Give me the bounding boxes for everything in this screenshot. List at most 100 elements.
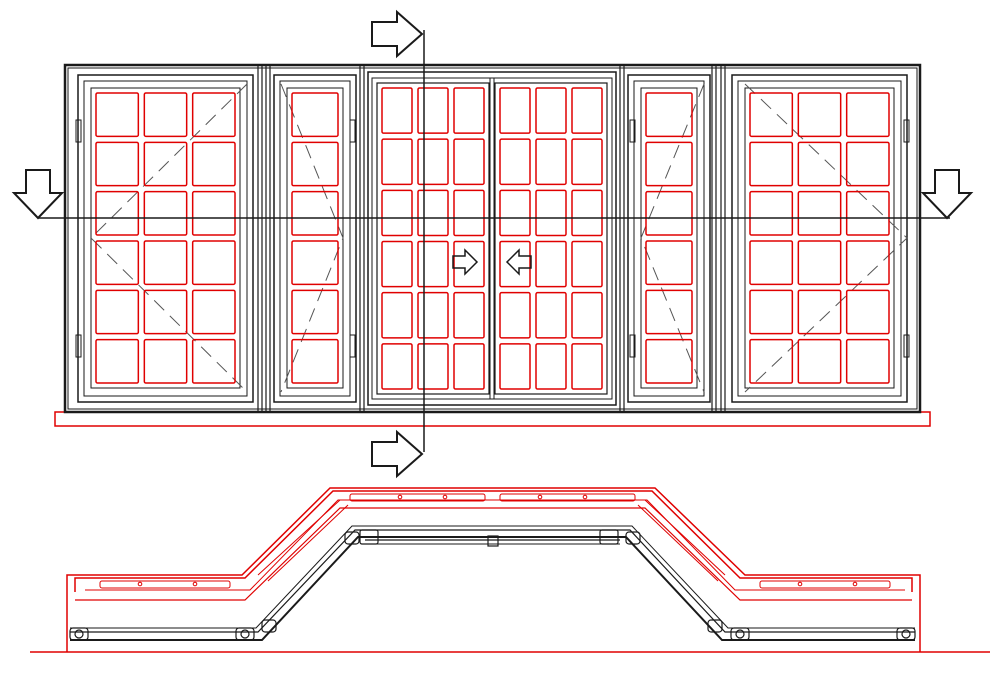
left-casement-pane bbox=[191, 338, 236, 384]
center-sliding-left-panel-pane bbox=[381, 87, 413, 134]
right-casement-pane bbox=[845, 289, 890, 335]
left-casement-pane bbox=[143, 338, 188, 384]
center-sliding-right-panel-pane bbox=[571, 87, 603, 134]
left-casement-pane bbox=[95, 92, 140, 138]
right-casement-pane bbox=[797, 92, 842, 138]
outer-frame-inner bbox=[67, 67, 918, 410]
left-casement-pane bbox=[191, 190, 236, 236]
right-casement-pane bbox=[845, 338, 890, 384]
center-sliding-left-panel-pane bbox=[417, 291, 449, 339]
right-casement-pane bbox=[749, 338, 794, 384]
center-sliding-left-panel-pane bbox=[417, 343, 449, 390]
center-sliding-right-panel-pane bbox=[535, 138, 567, 186]
left-casement-pane bbox=[95, 240, 140, 286]
left-casement-pane bbox=[191, 141, 236, 187]
horizontal-section-left-arrow bbox=[11, 169, 65, 220]
right-casement-pane bbox=[749, 92, 794, 138]
center-sliding-left-panel-pane bbox=[453, 240, 485, 288]
right-narrow-casement-pane bbox=[645, 240, 693, 286]
center-sliding-left-panel-pane bbox=[417, 87, 449, 134]
right-narrow-casement-pane bbox=[645, 190, 693, 236]
center-sliding-right-panel-pane bbox=[535, 343, 567, 390]
right-casement-pane bbox=[749, 289, 794, 335]
center-sliding-right-panel-pane bbox=[571, 138, 603, 186]
center-sliding-right-panel-pane bbox=[535, 87, 567, 134]
right-casement-pane bbox=[749, 141, 794, 187]
glazing-bar-grids bbox=[95, 87, 890, 390]
left-narrow-casement-pane bbox=[291, 92, 339, 138]
center-sliding-left-panel-pane bbox=[381, 343, 413, 390]
center-sliding-right-panel-pane bbox=[571, 189, 603, 237]
plan-section-view bbox=[30, 487, 990, 653]
horizontal-section-right-arrow bbox=[920, 169, 974, 220]
left-casement-pane bbox=[191, 92, 236, 138]
left-casement-pane bbox=[143, 92, 188, 138]
center-sliding-left-panel-pane bbox=[453, 343, 485, 390]
right-casement-pane bbox=[845, 92, 890, 138]
vertical-section-bottom-arrow bbox=[371, 429, 424, 479]
center-sliding-left-panel-pane bbox=[453, 138, 485, 186]
sill bbox=[54, 411, 931, 427]
center-sliding-right-panel-pane bbox=[535, 240, 567, 288]
left-casement-pane bbox=[95, 289, 140, 335]
elevation-view bbox=[11, 9, 974, 479]
right-casement-pane bbox=[749, 190, 794, 236]
frame-plan-outer bbox=[70, 536, 915, 641]
right-casement-pane bbox=[749, 240, 794, 286]
vertical-section-top-arrow bbox=[371, 9, 424, 59]
left-narrow-casement-pane bbox=[291, 190, 339, 236]
right-casement-pane bbox=[797, 289, 842, 335]
center-sliding-left-panel-pane bbox=[417, 240, 449, 288]
right-casement-pane bbox=[797, 141, 842, 187]
right-casement-pane bbox=[797, 190, 842, 236]
bay-sill-outer bbox=[74, 490, 913, 592]
left-narrow-casement-pane bbox=[291, 338, 339, 384]
left-casement-pane bbox=[191, 240, 236, 286]
center-sliding-right-panel-pane bbox=[499, 189, 531, 237]
left-casement-pane bbox=[95, 190, 140, 236]
left-narrow-casement-pane bbox=[291, 289, 339, 335]
center-sliding-unit bbox=[367, 71, 617, 406]
center-sliding-right-panel-pane bbox=[499, 291, 531, 339]
mullions bbox=[257, 65, 726, 412]
right-casement-pane bbox=[845, 190, 890, 236]
right-casement-pane bbox=[845, 141, 890, 187]
right-narrow-casement-pane bbox=[645, 338, 693, 384]
center-sliding-left-panel-pane bbox=[381, 138, 413, 186]
right-narrow-casement-pane bbox=[645, 289, 693, 335]
left-casement-pane bbox=[143, 190, 188, 236]
left-casement-pane bbox=[143, 141, 188, 187]
left-casement bbox=[75, 74, 254, 403]
center-sliding-right-panel-pane bbox=[499, 343, 531, 390]
left-narrow-casement-pane bbox=[291, 141, 339, 187]
center-sliding-left-panel-pane bbox=[453, 291, 485, 339]
left-casement-pane bbox=[143, 289, 188, 335]
center-sliding-right-panel-pane bbox=[571, 343, 603, 390]
left-casement-pane bbox=[95, 141, 140, 187]
right-casement-pane bbox=[845, 240, 890, 286]
center-sliding-right-panel-pane bbox=[499, 87, 531, 134]
left-narrow-casement-pane bbox=[291, 240, 339, 286]
center-sliding-left-panel-pane bbox=[381, 291, 413, 339]
center-sliding-left-panel-pane bbox=[453, 87, 485, 134]
center-sliding-right-panel-pane bbox=[571, 240, 603, 288]
center-sliding-left-panel-pane bbox=[417, 138, 449, 186]
center-sliding-right-panel-pane bbox=[535, 189, 567, 237]
center-sliding-right-panel-pane bbox=[535, 291, 567, 339]
left-casement-pane bbox=[143, 240, 188, 286]
right-casement-pane bbox=[797, 338, 842, 384]
center-sliding-left-panel-pane bbox=[381, 189, 413, 237]
right-casement bbox=[731, 74, 910, 403]
right-casement-pane bbox=[797, 240, 842, 286]
center-sliding-right-panel-pane bbox=[499, 138, 531, 186]
right-narrow-casement-pane bbox=[645, 92, 693, 138]
right-narrow-casement-pane bbox=[645, 141, 693, 187]
left-narrow-casement bbox=[273, 74, 357, 403]
slide-right-arrow bbox=[452, 248, 479, 276]
outer-frame bbox=[63, 63, 922, 414]
center-sliding-left-panel-pane bbox=[381, 240, 413, 288]
center-sliding-left-panel-pane bbox=[417, 189, 449, 237]
center-sliding-left-panel-pane bbox=[453, 189, 485, 237]
right-narrow-casement bbox=[627, 74, 711, 403]
